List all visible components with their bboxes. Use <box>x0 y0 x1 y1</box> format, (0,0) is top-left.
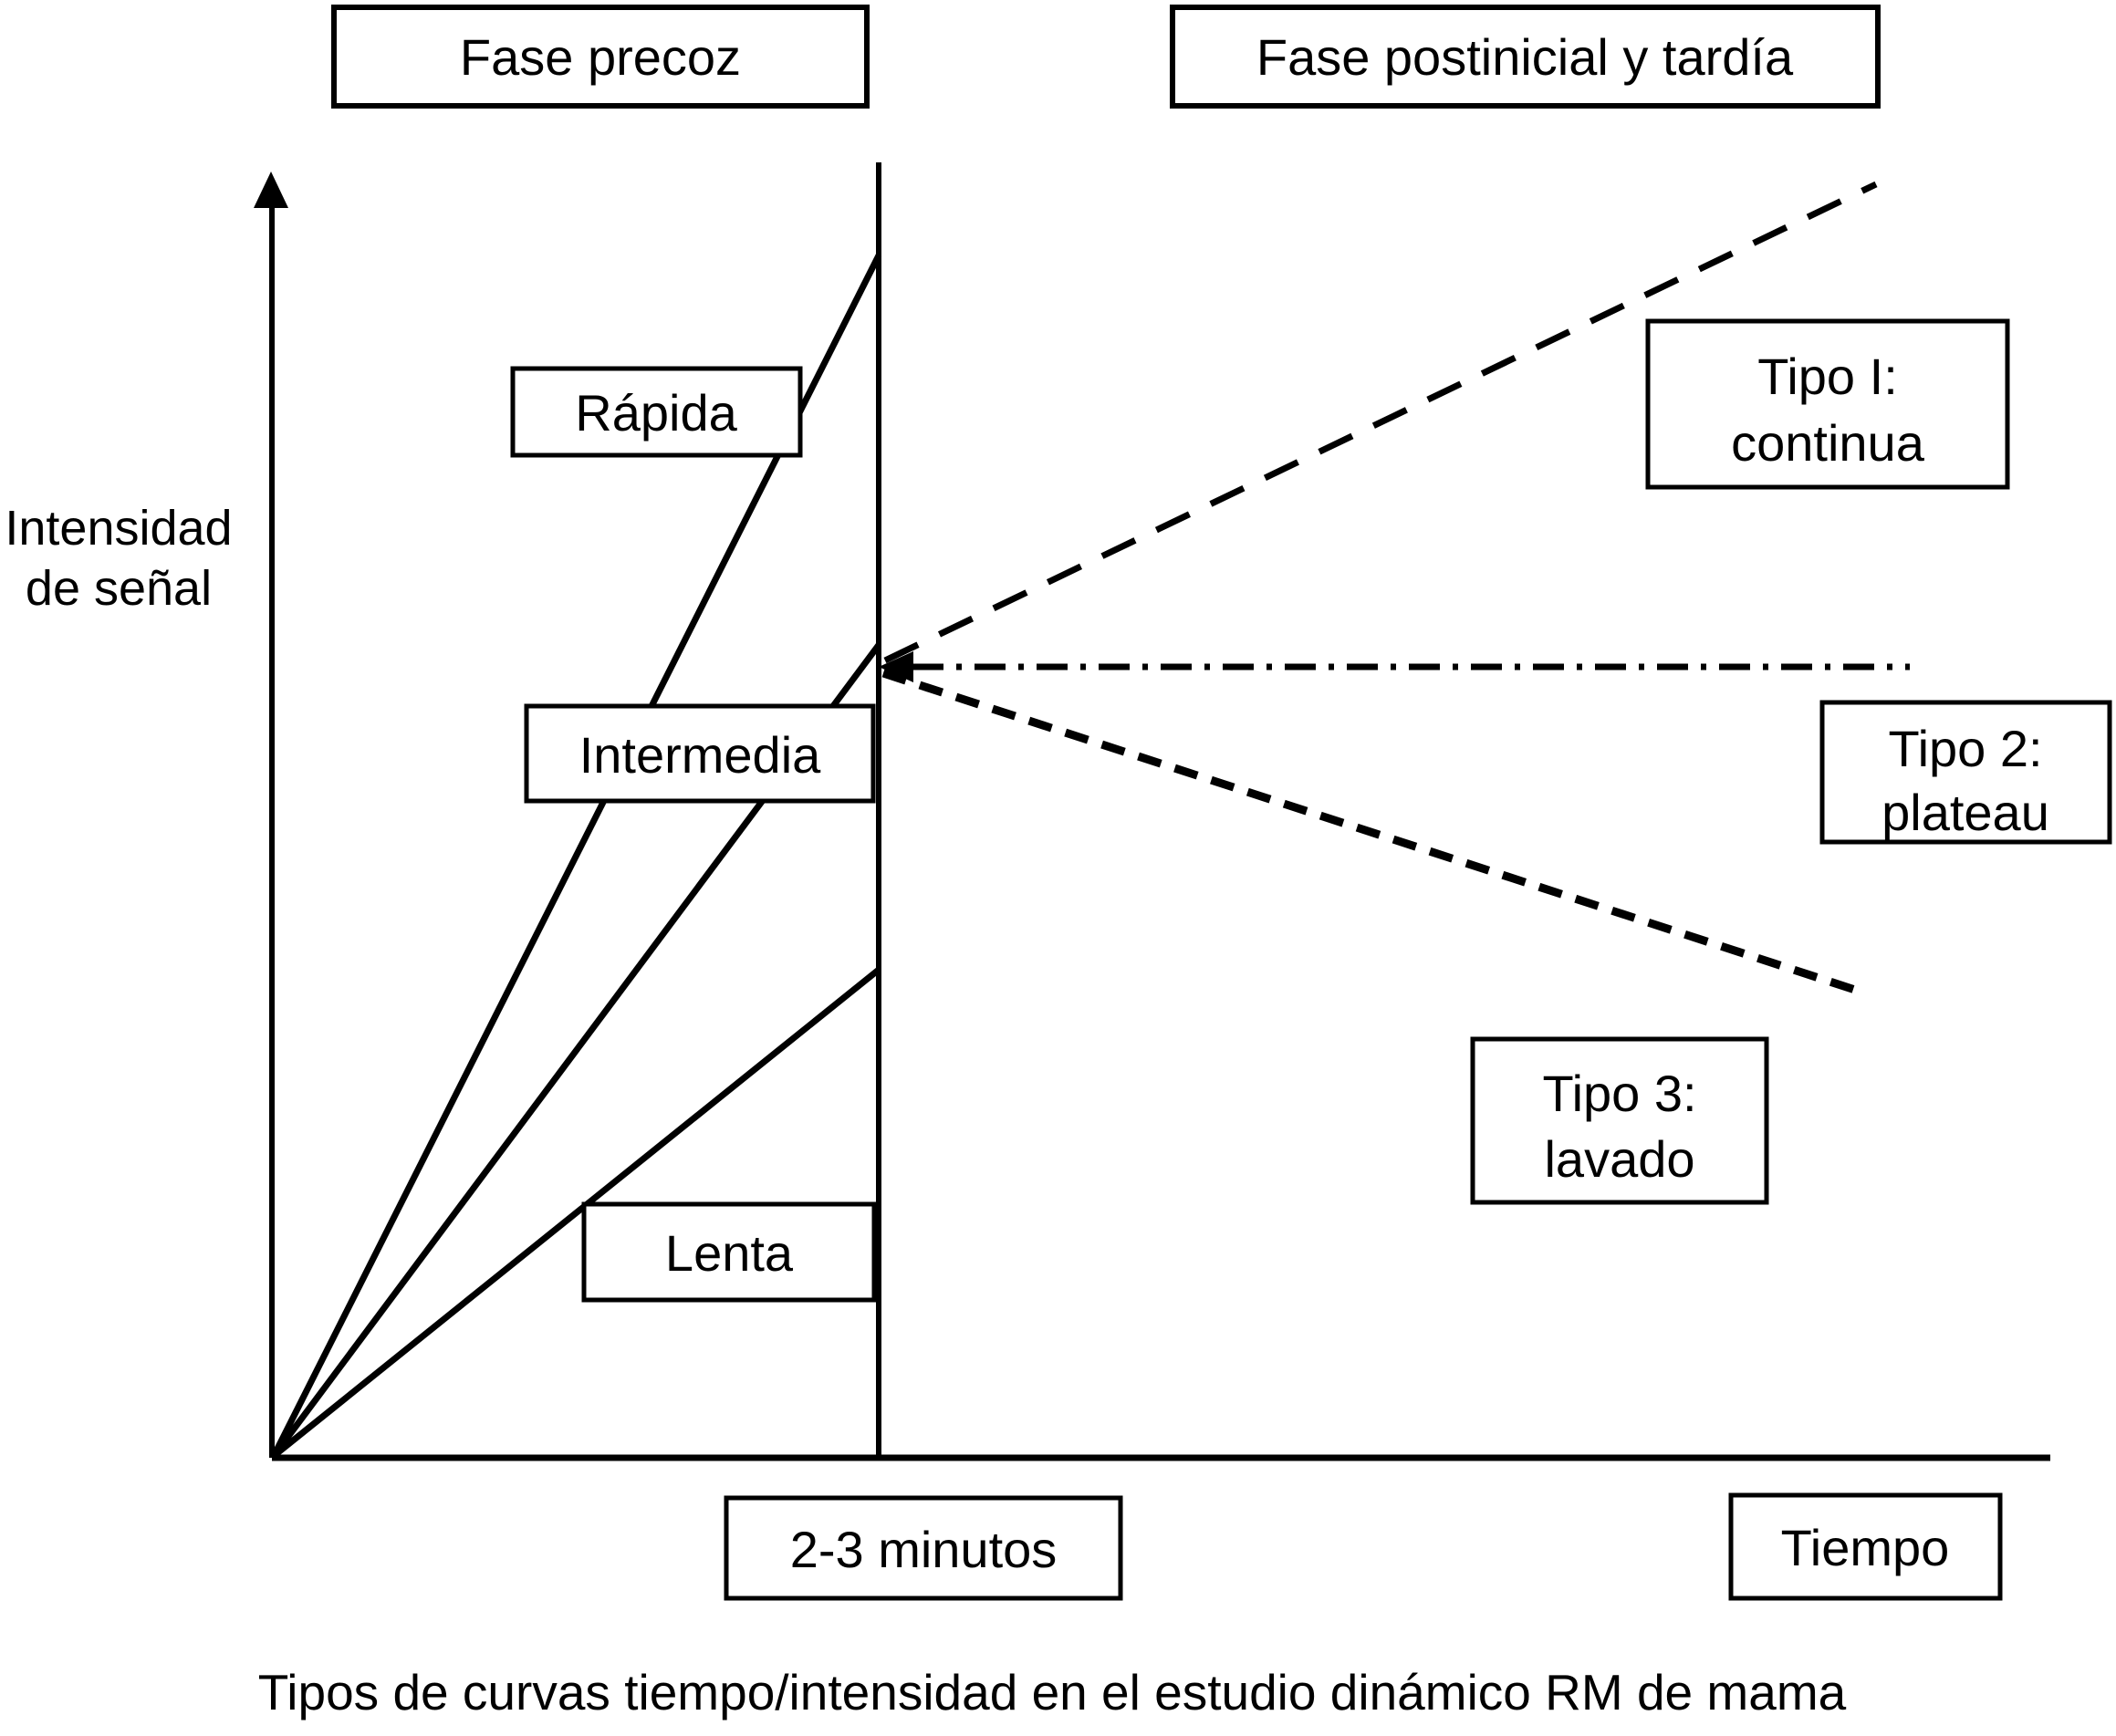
tipo3-box <box>1470 1036 1769 1205</box>
intermedia-label: Intermedia <box>579 726 821 784</box>
figure-caption: Tipos de curvas tiempo/intensidad en el … <box>258 1664 1847 1720</box>
curve-tipo1-continua <box>883 181 1878 664</box>
lenta-label: Lenta <box>665 1224 794 1282</box>
tiempo-box <box>1728 1492 2003 1601</box>
tipo2-label-line2: plateau <box>1881 784 2049 841</box>
rapida-box <box>510 366 803 458</box>
intermedia-box <box>524 703 876 804</box>
tipo3-label-line2: lavado <box>1544 1130 1694 1188</box>
minutos-label: 2-3 minutos <box>790 1521 1058 1578</box>
curve-lenta <box>271 967 881 1459</box>
tipo2-box <box>1819 700 2112 845</box>
tipo2-label-line1: Tipo 2: <box>1888 720 2042 777</box>
tipo1-box <box>1645 318 2010 490</box>
fase-precoz-box <box>331 5 870 109</box>
fase-postinicial-box <box>1170 5 1881 109</box>
curve-tipo3-lavado <box>881 669 1857 994</box>
tipo3-label-line1: Tipo 3: <box>1542 1065 1696 1122</box>
minutos-box <box>724 1495 1123 1601</box>
fase-precoz-label: Fase precoz <box>460 28 741 86</box>
y-axis-label-line1: Intensidad <box>5 501 232 556</box>
tipo1-label-line2: continua <box>1731 414 1925 472</box>
lenta-box <box>581 1201 877 1303</box>
tiempo-label: Tiempo <box>1781 1519 1950 1576</box>
y-axis-label-line2: de señal <box>26 561 212 616</box>
plateau-left-arrowhead-icon <box>879 651 913 682</box>
rapida-label: Rápida <box>575 384 737 442</box>
y-axis-arrowhead-icon <box>254 172 288 208</box>
tipo1-label-line1: Tipo I: <box>1757 348 1898 405</box>
fase-postinicial-label: Fase postinicial y tardía <box>1256 28 1794 86</box>
